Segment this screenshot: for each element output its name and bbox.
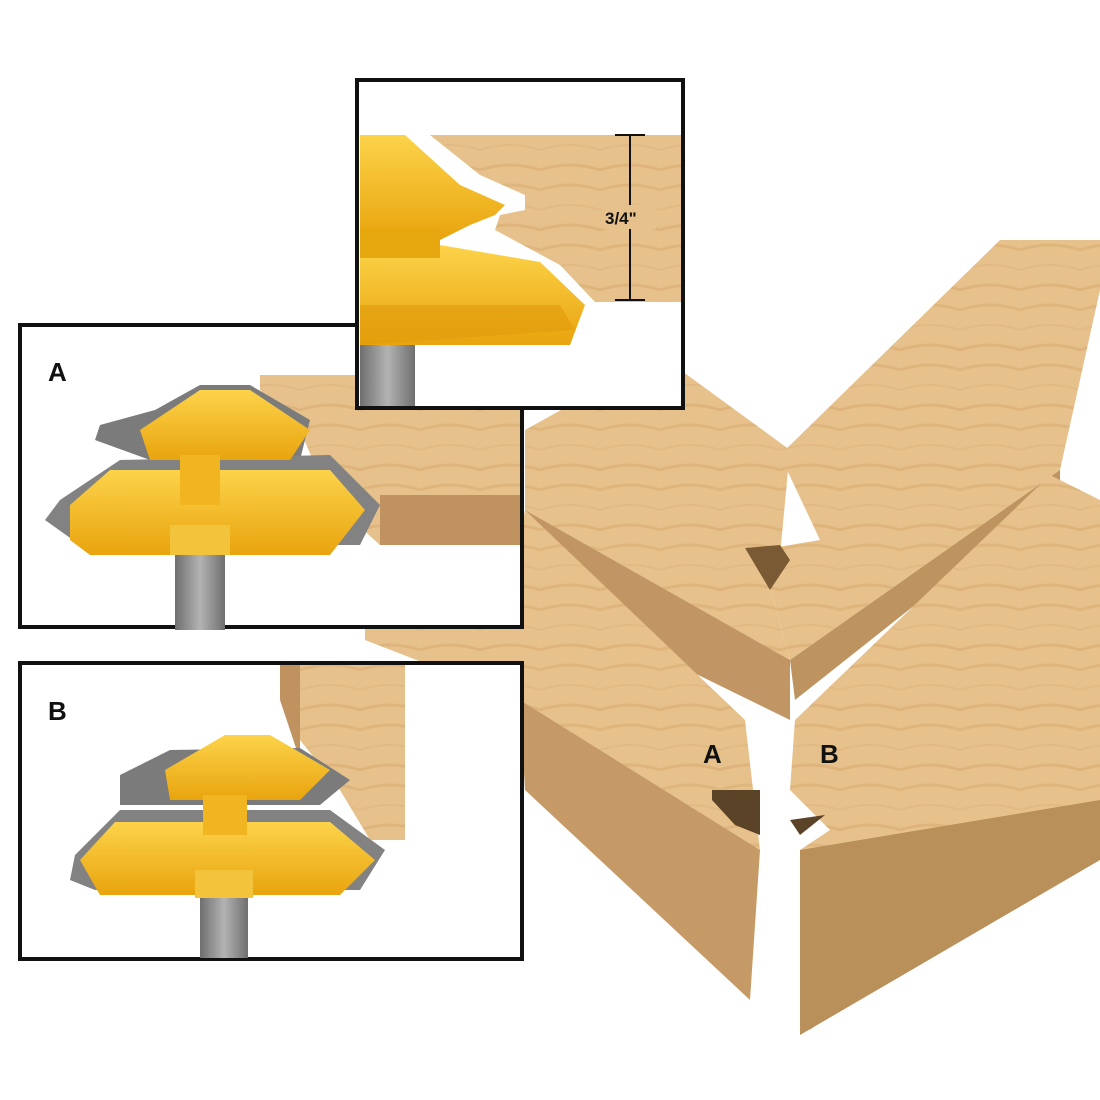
joint-label-b: B xyxy=(820,739,839,769)
router-bit-a xyxy=(45,385,380,630)
detail-inset xyxy=(355,78,685,410)
upper-board-top-face xyxy=(760,240,1100,660)
lower-joint-gap xyxy=(712,790,825,835)
inset-cutter xyxy=(360,135,585,406)
upper-left-board-end xyxy=(525,510,790,720)
panel-b-label: B xyxy=(48,696,67,726)
panel-a-label: A xyxy=(48,357,67,387)
dimension-label: 3/4" xyxy=(605,209,637,228)
panel-b xyxy=(18,661,524,961)
joint-label-a: A xyxy=(703,739,722,769)
lower-right-board-end xyxy=(800,800,1100,1035)
router-bit-b xyxy=(70,735,385,958)
upper-board-front-face xyxy=(790,470,1060,700)
joint-illustration xyxy=(365,240,1100,1035)
upper-left-board-top xyxy=(525,355,790,660)
joint-gap xyxy=(745,545,790,590)
lower-left-board-front xyxy=(520,700,760,1000)
